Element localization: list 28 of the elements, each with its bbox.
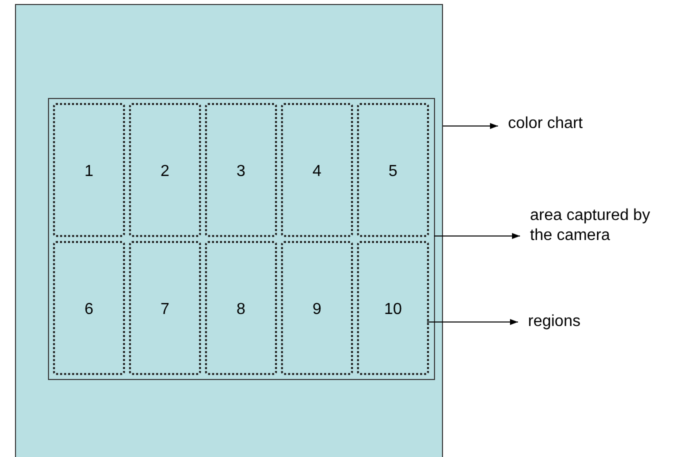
region-box [129,241,201,375]
callout-text: regions [528,312,608,334]
region-box [281,103,353,237]
leader-arrow [434,233,520,239]
region-number: 9 [312,300,322,319]
region-box [129,103,201,237]
region-number: 8 [236,300,246,319]
callout-text: color chart [508,114,598,136]
region-box [281,241,353,375]
region-number: 4 [312,162,322,181]
region-box [205,241,277,375]
region-box [205,103,277,237]
callout-text: area captured by the camera [530,206,662,252]
region-box [357,103,429,237]
region-box [53,103,125,237]
region-number: 6 [84,300,94,319]
region-box [53,241,125,375]
region-number: 1 [84,162,94,181]
region-number: 3 [236,162,246,181]
leader-arrow [442,123,498,129]
leader-arrow [426,319,518,325]
region-number: 5 [388,162,398,181]
region-box [357,241,429,375]
region-number: 7 [160,300,170,319]
region-number: 10 [383,300,403,319]
capture-area [48,98,435,380]
color-chart [15,4,443,457]
region-number: 2 [160,162,170,181]
